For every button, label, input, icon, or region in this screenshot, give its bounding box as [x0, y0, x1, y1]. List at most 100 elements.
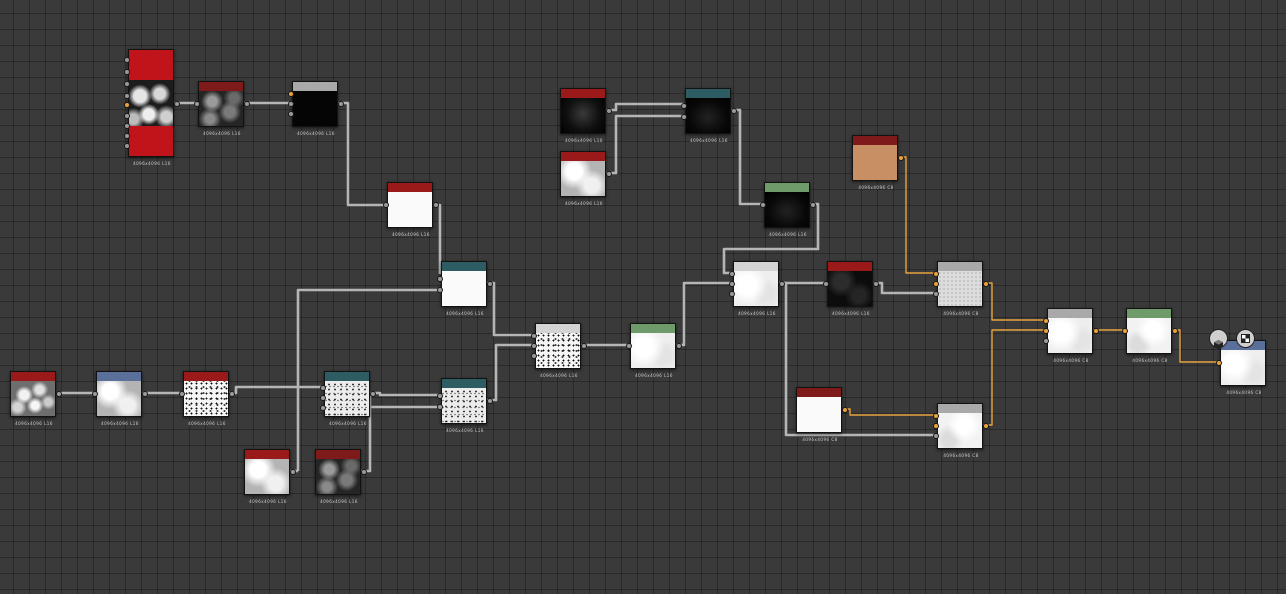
- grayscale-wire[interactable]: [606, 114, 684, 175]
- input-port[interactable]: [933, 271, 939, 277]
- node-header[interactable]: [325, 372, 369, 381]
- input-port[interactable]: [288, 91, 294, 97]
- input-port[interactable]: [179, 391, 185, 397]
- input-port[interactable]: [320, 395, 326, 401]
- node-threshold[interactable]: 4096x4096 L16: [179, 371, 235, 426]
- node-header[interactable]: [97, 372, 141, 381]
- color-wire[interactable]: [843, 408, 936, 416]
- input-port[interactable]: [729, 281, 735, 287]
- node-header[interactable]: [316, 450, 360, 459]
- node-clouds[interactable]: 4096x4096 L16: [560, 151, 612, 206]
- node-blur[interactable]: 4096x4096 L16: [194, 81, 250, 136]
- color-wire[interactable]: [898, 156, 936, 274]
- output-port[interactable]: [290, 469, 296, 475]
- node-header[interactable]: [388, 183, 432, 192]
- input-port[interactable]: [124, 57, 130, 63]
- input-port[interactable]: [823, 281, 829, 287]
- node-blend-b[interactable]: 4096x4096 L16: [320, 371, 376, 426]
- input-port[interactable]: [320, 405, 326, 411]
- input-port[interactable]: [437, 404, 443, 410]
- node-header[interactable]: [1048, 309, 1092, 318]
- grayscale-wire[interactable]: [229, 385, 323, 395]
- node-noise-src[interactable]: 4096x4096 L16: [10, 371, 62, 426]
- output-port[interactable]: [606, 108, 612, 114]
- node-levels-b[interactable]: 4096x4096 L16: [626, 323, 682, 378]
- input-port[interactable]: [933, 433, 939, 439]
- node-header[interactable]: [561, 152, 605, 161]
- output-port[interactable]: [142, 391, 148, 397]
- node-color-tan[interactable]: 4096x4096 C8: [852, 135, 904, 190]
- input-port[interactable]: [124, 69, 130, 75]
- input-port[interactable]: [531, 333, 537, 339]
- node-header[interactable]: [199, 82, 243, 91]
- grayscale-wire[interactable]: [433, 203, 442, 274]
- input-port[interactable]: [933, 281, 939, 287]
- node-gradient-src[interactable]: 4096x4096 L16: [244, 449, 296, 504]
- node-blend-f[interactable]: 4096x4096 L16: [729, 261, 785, 316]
- output-port[interactable]: [487, 281, 493, 287]
- input-port[interactable]: [681, 114, 687, 120]
- input-port[interactable]: [124, 102, 130, 108]
- output-port[interactable]: [810, 202, 816, 208]
- input-port[interactable]: [124, 93, 130, 99]
- input-port[interactable]: [729, 291, 735, 297]
- node-blend-color[interactable]: 4096x4096 C8: [933, 261, 989, 316]
- node-color-white[interactable]: 4096x4096 C8: [796, 387, 848, 442]
- node-header[interactable]: [561, 89, 605, 98]
- node-header[interactable]: [938, 404, 982, 413]
- node-blend-c[interactable]: 4096x4096 L16: [437, 378, 493, 433]
- node-uniform-a[interactable]: 4096x4096 L16: [383, 182, 439, 237]
- input-port[interactable]: [626, 343, 632, 349]
- node-blend-e[interactable]: 4096x4096 L16: [681, 88, 737, 143]
- node-header[interactable]: [1127, 309, 1171, 318]
- input-port[interactable]: [124, 113, 130, 119]
- color-wire[interactable]: [983, 329, 1046, 426]
- node-header[interactable]: [11, 372, 55, 381]
- node-radial-a[interactable]: 4096x4096 L16: [560, 88, 612, 143]
- grayscale-wire[interactable]: [487, 281, 534, 337]
- output-port[interactable]: [873, 281, 879, 287]
- checker-preview-button[interactable]: [1236, 329, 1255, 348]
- output-port[interactable]: [433, 202, 439, 208]
- input-port[interactable]: [437, 393, 443, 399]
- output-port[interactable]: [229, 391, 235, 397]
- input-port[interactable]: [288, 101, 294, 107]
- grayscale-wire[interactable]: [722, 202, 820, 275]
- input-port[interactable]: [437, 276, 443, 282]
- input-port[interactable]: [124, 143, 130, 149]
- output-port[interactable]: [581, 343, 587, 349]
- node-blend-a[interactable]: 4096x4096 L16: [437, 261, 493, 316]
- input-port[interactable]: [383, 202, 389, 208]
- input-port[interactable]: [1216, 360, 1222, 366]
- 3d-cube-button[interactable]: [1209, 329, 1228, 350]
- input-port[interactable]: [729, 271, 735, 277]
- output-port[interactable]: [898, 155, 904, 161]
- node-mix[interactable]: 4096x4096 C8: [1043, 308, 1099, 363]
- output-port[interactable]: [244, 101, 250, 107]
- input-port[interactable]: [124, 81, 130, 87]
- node-levels[interactable]: 4096x4096 L16: [288, 81, 344, 136]
- input-port[interactable]: [933, 291, 939, 297]
- node-header[interactable]: [828, 262, 872, 271]
- node-header[interactable]: [686, 89, 730, 98]
- output-port[interactable]: [1093, 328, 1099, 334]
- node-header[interactable]: [631, 324, 675, 333]
- node-levels-color[interactable]: 4096x4096 C8: [1122, 308, 1178, 363]
- output-port[interactable]: [174, 101, 180, 107]
- output-port[interactable]: [983, 423, 989, 429]
- output-port[interactable]: [370, 391, 376, 397]
- input-port[interactable]: [1122, 328, 1128, 334]
- node-header[interactable]: [245, 450, 289, 459]
- input-port[interactable]: [92, 391, 98, 397]
- output-port[interactable]: [338, 101, 344, 107]
- node-shape-tiles[interactable]: 4096x4096 L16: [124, 49, 180, 166]
- node-header[interactable]: [442, 379, 486, 388]
- input-port[interactable]: [933, 423, 939, 429]
- node-header[interactable]: [442, 262, 486, 271]
- node-header[interactable]: [734, 262, 778, 271]
- output-port[interactable]: [731, 108, 737, 114]
- input-port[interactable]: [760, 202, 766, 208]
- node-header[interactable]: [184, 372, 228, 381]
- input-port[interactable]: [531, 343, 537, 349]
